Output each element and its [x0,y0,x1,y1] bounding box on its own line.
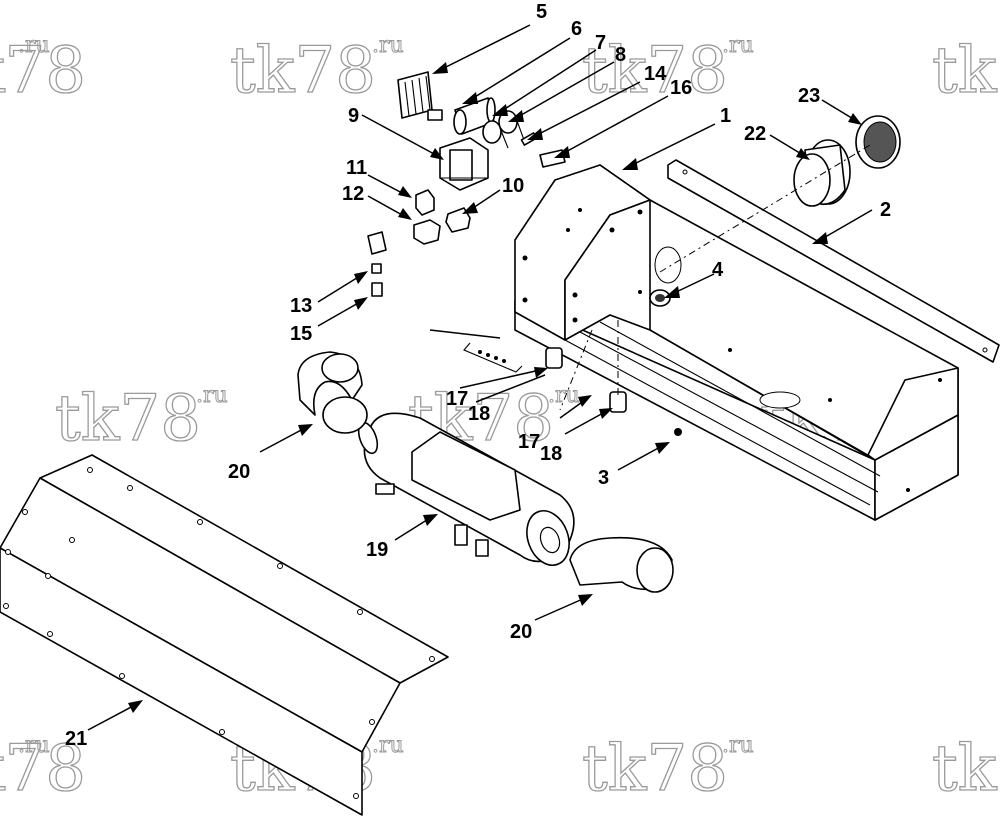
watermark-suffix: .ru [18,733,50,758]
watermark-text: tk78 [932,34,1000,108]
callout-labels: 5 6 7 8 14 16 1 23 22 2 9 11 12 10 4 13 … [65,1,891,750]
part-duct-ring [793,139,851,207]
part-terminal-strip [463,342,523,373]
part-clamp [482,120,509,149]
watermark: tk78 .ru [0,731,87,806]
watermark: tk78 [931,33,1000,108]
callout-label: 8 [615,44,626,66]
callout-label: 3 [598,467,609,489]
watermark-suffix: .ru [722,33,754,58]
callout-label: 17 [446,388,468,410]
callout-label: 7 [595,32,606,54]
callout-label: 20 [228,461,250,483]
watermark-suffix: .ru [548,383,580,408]
callout-label: 9 [348,105,359,127]
callout-label: 5 [536,1,547,23]
watermark: tk78 [931,731,1000,806]
part-transformer [439,137,489,191]
callout-label: 13 [290,295,312,317]
part-heater-body [357,412,575,566]
callout-label: 16 [670,77,692,99]
callout-label: 12 [342,183,364,205]
part-elbow-hose [297,351,368,434]
callout-label: 19 [366,539,388,561]
leader-lines [87,24,873,731]
watermark: tk78 .ru [54,381,228,456]
callout-label: 20 [510,621,532,643]
watermark-suffix: .ru [722,733,754,758]
part-mounting-strip [667,159,1000,363]
watermark: tk78 .ru [229,33,404,109]
watermark: tk78 .ru [0,33,87,109]
part-small-relay [371,282,383,297]
callout-label: 17 [518,431,540,453]
part-cover-panel [0,454,449,816]
watermark-suffix: .ru [372,733,404,758]
watermark-suffix: .ru [372,33,404,58]
callout-label: 2 [880,199,891,221]
part-small-relay [371,263,382,274]
part-relay-base [413,219,441,245]
callout-label: 22 [744,123,766,145]
part-fastener [674,428,682,436]
part-elbow-hose [569,536,674,593]
watermark-suffix: .ru [18,33,50,58]
watermark-suffix: .ru [196,383,228,408]
callout-label: 21 [65,728,87,750]
watermark-layer: tk78 .ru tk78 .ru tk78 .ru tk78 tk78 .ru… [0,33,1000,807]
part-housing [514,164,959,521]
callout-label: 4 [712,259,724,281]
watermark-text: tk78 [932,732,1000,806]
watermark-text: tk78 [230,34,376,108]
callout-label: 23 [798,85,820,107]
watermark-text: tk78 [0,34,86,108]
watermark: tk78 .ru [407,381,580,456]
callout-label: 1 [720,105,731,127]
watermark-text: tk78 [582,732,728,806]
watermark-text: tk78 [55,382,201,456]
part-grommet [649,289,671,307]
callout-label: 10 [502,175,524,197]
callout-label: 14 [644,63,667,85]
part-cable-gland [545,347,563,369]
callout-label: 11 [346,157,367,179]
watermark: tk78 .ru [581,33,754,109]
callout-label: 6 [571,18,582,40]
part-grille [855,115,901,169]
watermark-text: tk78 [0,732,86,806]
part-connector-block [445,207,471,233]
watermark: tk78 .ru [581,731,754,806]
part-switch [367,231,387,255]
callout-label: 18 [540,443,562,465]
watermark-text: tk78 [582,34,728,108]
callout-label: 15 [290,323,312,345]
part-relay [415,189,435,216]
callout-label: 18 [468,403,490,425]
part-small-connector [427,109,443,121]
part-heatsink [397,71,433,119]
